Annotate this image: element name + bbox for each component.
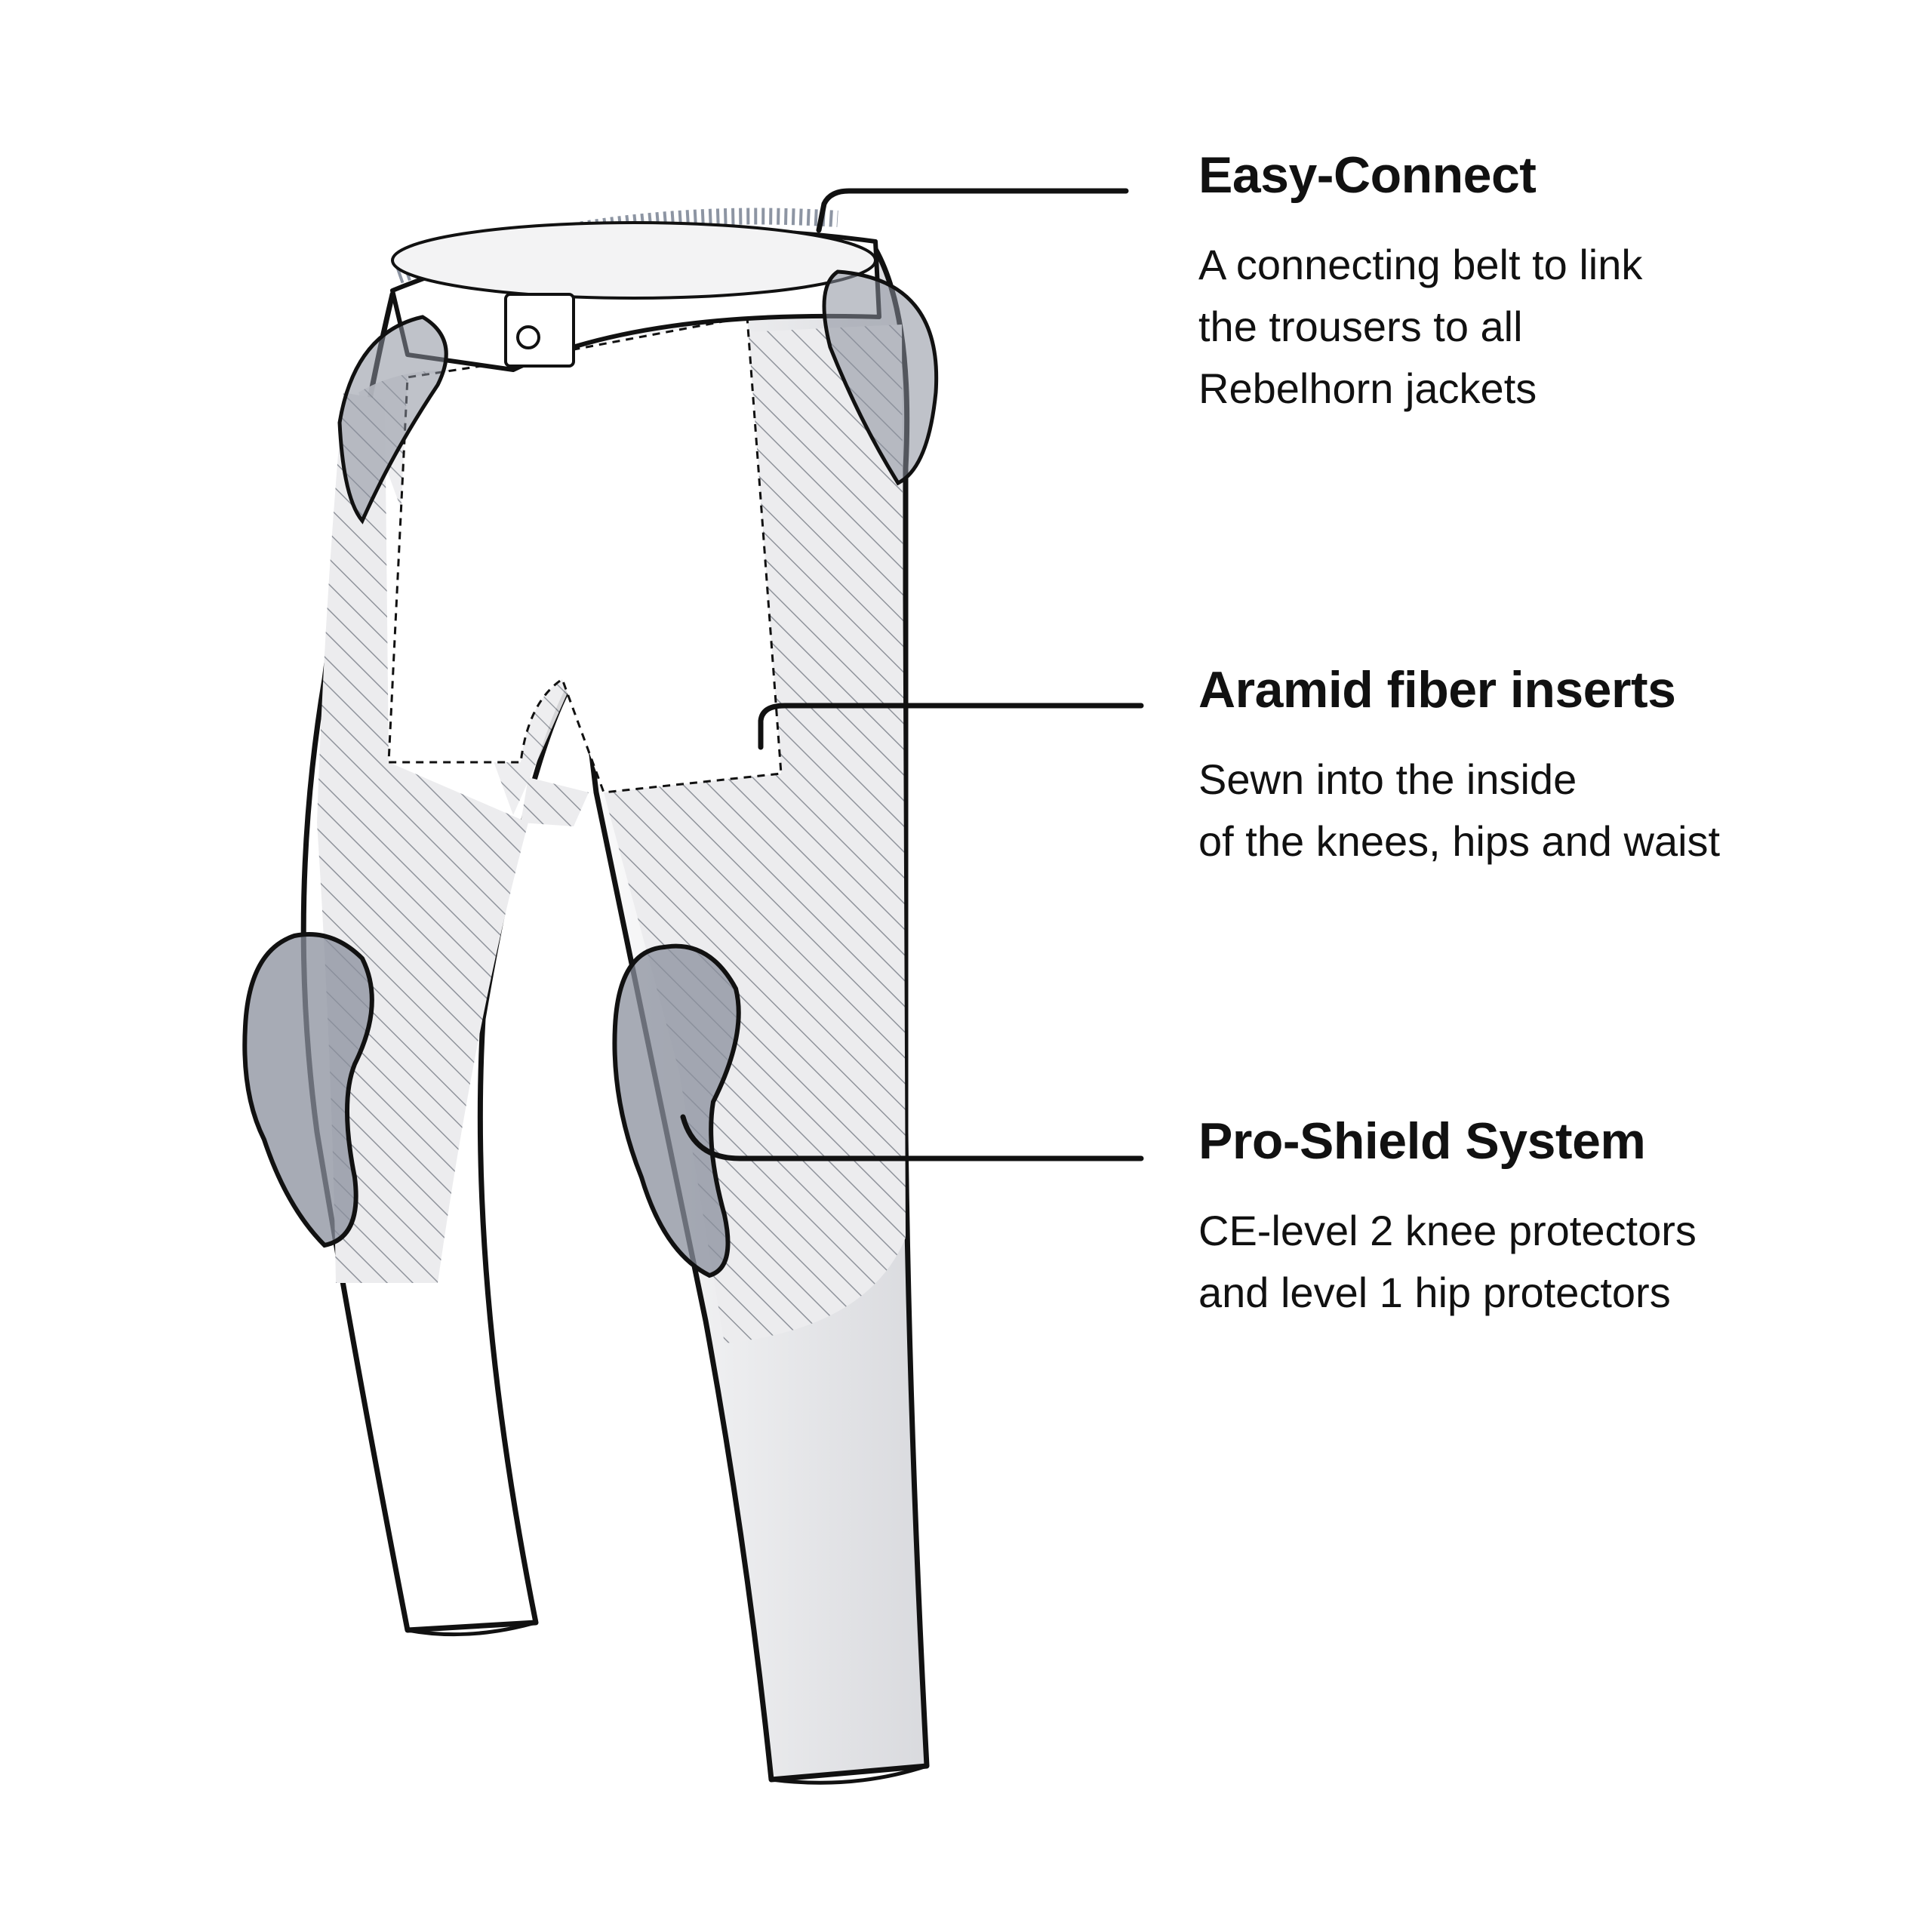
knee-protector-right: [612, 943, 741, 1278]
callout-pro-shield-system: Pro-Shield System CE-level 2 knee protec…: [1198, 1115, 1878, 1324]
callout-description-line: A connecting belt to link: [1198, 241, 1643, 288]
leader-line-aramid: [758, 703, 1144, 750]
right-hem: [771, 1764, 928, 1785]
front-panel: [387, 315, 783, 794]
callout-easy-connect: Easy-Connect A connecting belt to link t…: [1198, 149, 1878, 420]
callout-description-line: CE-level 2 knee protectors: [1198, 1207, 1697, 1254]
callout-title: Easy-Connect: [1198, 146, 1537, 204]
callout-description-line: Sewn into the inside: [1198, 755, 1577, 803]
callout-description-line: the trousers to all: [1198, 303, 1523, 350]
hip-protector-left: [337, 315, 448, 525]
leader-line-pro-shield: [680, 1114, 1144, 1161]
callout-description-line: of the knees, hips and waist: [1198, 817, 1721, 865]
hip-protector-right: [822, 269, 939, 486]
waist-button: [516, 325, 540, 349]
callout-title: Pro-Shield System: [1198, 1112, 1646, 1170]
callout-description-line: and level 1 hip protectors: [1198, 1269, 1671, 1316]
left-hem: [407, 1620, 537, 1637]
callout-description-line: Rebelhorn jackets: [1198, 365, 1537, 412]
callout-aramid-fiber-inserts: Aramid fiber inserts Sewn into the insid…: [1198, 664, 1878, 872]
leader-line-easy-connect: [816, 188, 1129, 233]
knee-protector-left: [242, 932, 374, 1248]
callout-title: Aramid fiber inserts: [1198, 661, 1676, 718]
